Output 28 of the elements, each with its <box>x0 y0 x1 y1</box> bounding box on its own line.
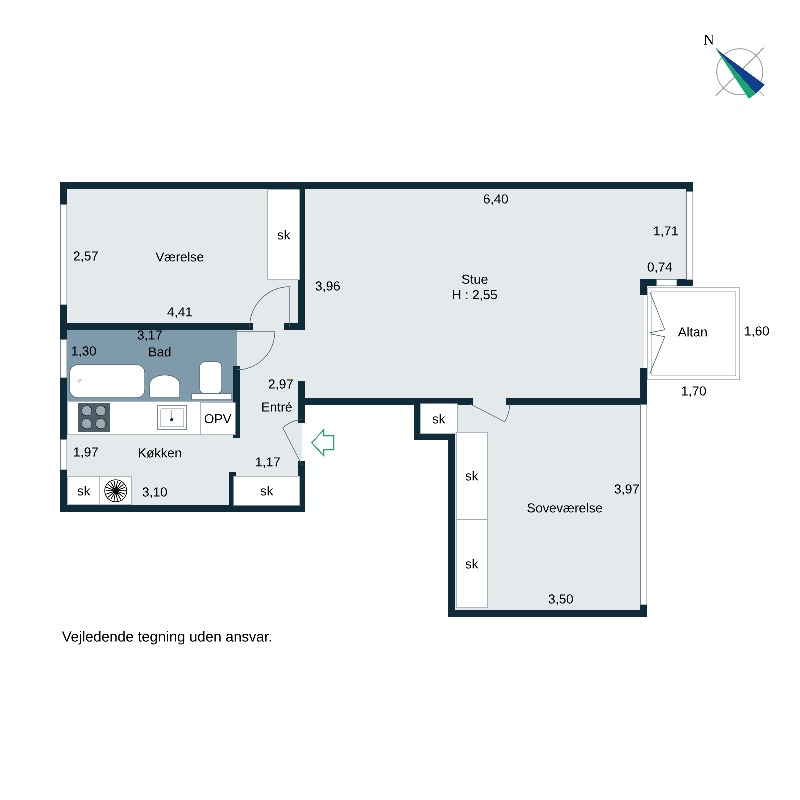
dimension-label: 6,40 <box>484 194 508 206</box>
dimension-label: 3,10 <box>142 488 168 498</box>
dimension-label: 4,41 <box>168 308 192 318</box>
room-label: Køkken <box>139 448 182 458</box>
dimension-label: 3,17 <box>138 330 162 342</box>
dimension-label: 1,30 <box>72 346 96 358</box>
closet-box: sk <box>456 520 488 608</box>
room-label: Stue H : 2,55 <box>453 274 498 302</box>
caption: Vejledende tegning uden ansvar. <box>62 631 272 645</box>
dimension-label: 3,50 <box>548 594 574 606</box>
cabinet-box: OPV <box>200 402 236 436</box>
closet-box: sk <box>420 404 458 434</box>
dimension-label: 3,97 <box>614 484 639 496</box>
room-label: Soveværelse <box>528 503 602 513</box>
dimension-label: 0,74 <box>648 262 672 274</box>
room-label: Værelse <box>156 252 204 262</box>
room-label: Bad <box>150 347 171 357</box>
room-label: Entré <box>262 402 292 412</box>
compass-letter: N <box>704 35 714 45</box>
dimension-label: 1,60 <box>745 326 770 338</box>
dimension-label: 1,71 <box>654 226 678 238</box>
dimension-label: 2,57 <box>74 252 98 262</box>
closet-box: sk <box>68 476 100 506</box>
closet-box: sk <box>268 190 300 280</box>
closet-box: sk <box>234 476 300 506</box>
dimension-label: 1,70 <box>682 386 706 398</box>
closet-box: sk <box>456 432 488 520</box>
room-label: Altan <box>678 327 707 337</box>
